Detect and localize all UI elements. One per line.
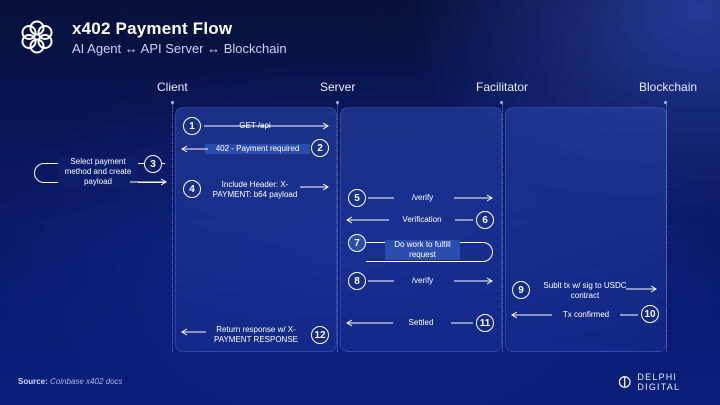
step-12-arrow — [181, 328, 206, 336]
step-8-badge: 8 — [348, 272, 366, 290]
step-9-badge: 9 — [512, 281, 530, 299]
source-note: Source: Coinbase x402 docs — [18, 377, 123, 386]
step-3-badge: 3 — [144, 155, 162, 173]
page-title: x402 Payment Flow — [72, 19, 233, 38]
step-4-arrow — [300, 183, 329, 191]
column-server: Server — [320, 80, 356, 94]
brand: DELPHI DIGITAL — [618, 372, 720, 392]
step-8-arrow — [368, 277, 493, 285]
step-9-label: Subit tx w/ sig to USDC contract — [543, 281, 627, 300]
step-10-badge: 10 — [641, 305, 659, 323]
column-blockchain: Blockchain — [639, 80, 698, 94]
step-1-arrow — [204, 122, 329, 130]
step-1-badge: 1 — [183, 117, 201, 135]
brand-name: DELPHI DIGITAL — [637, 372, 681, 392]
lifeline-dot-blockchain — [664, 101, 667, 104]
lifeline-dot-facilitator — [500, 101, 503, 104]
step-2-arrow — [181, 145, 208, 153]
panel-facilitator-blockchain — [505, 107, 667, 352]
lifeline-dot-server — [336, 101, 339, 104]
step-4-badge: 4 — [183, 180, 201, 198]
lifeline-facilitator — [502, 104, 503, 352]
step-3-arrow — [130, 178, 167, 186]
step-12-badge: 12 — [311, 326, 329, 344]
step-6-badge: 6 — [476, 211, 494, 229]
step-10-label: Tx confirmed — [562, 310, 610, 319]
step-4-label: Include Header: X-PAYMENT: b64 payload — [212, 180, 298, 199]
panel-server-facilitator — [340, 107, 502, 352]
panel-client-server — [175, 107, 337, 352]
step-6-arrow — [346, 216, 473, 224]
step-5-badge: 5 — [348, 189, 366, 207]
step-11-badge: 11 — [476, 314, 494, 332]
step-11-arrow — [346, 319, 473, 327]
lifeline-dot-client — [171, 101, 174, 104]
step-11-label: Settled — [408, 318, 434, 327]
step-2-label: 402 - Payment required — [205, 144, 310, 154]
step-10-arrow — [511, 311, 638, 319]
step-2-badge: 2 — [311, 139, 329, 157]
column-client: Client — [157, 80, 188, 94]
step-7-label: Do work to fulfill request — [385, 240, 460, 260]
step-3-label: Select payment method and create payload — [58, 157, 138, 187]
delphi-logo-icon — [618, 376, 631, 388]
lifeline-blockchain — [666, 104, 667, 352]
page-subtitle: AI Agent ↔ API Server ↔ Blockchain — [72, 41, 287, 56]
step-5-arrow — [368, 194, 493, 202]
step-9-arrow — [626, 285, 657, 293]
column-facilitator: Facilitator — [476, 80, 529, 94]
step-6-label: Verification — [402, 215, 442, 224]
step-8-label: /verify — [411, 276, 434, 285]
source-label: Source: — [18, 377, 48, 386]
lifeline-server — [337, 104, 338, 352]
step-12-label: Return response w/ X-PAYMENT RESPONSE — [213, 325, 299, 344]
step-5-label: /verify — [411, 193, 434, 202]
source-text: Coinbase x402 docs — [50, 377, 123, 386]
step-7-badge: 7 — [348, 234, 366, 252]
lifeline-client — [172, 104, 173, 352]
x402-logo-icon — [21, 20, 53, 54]
